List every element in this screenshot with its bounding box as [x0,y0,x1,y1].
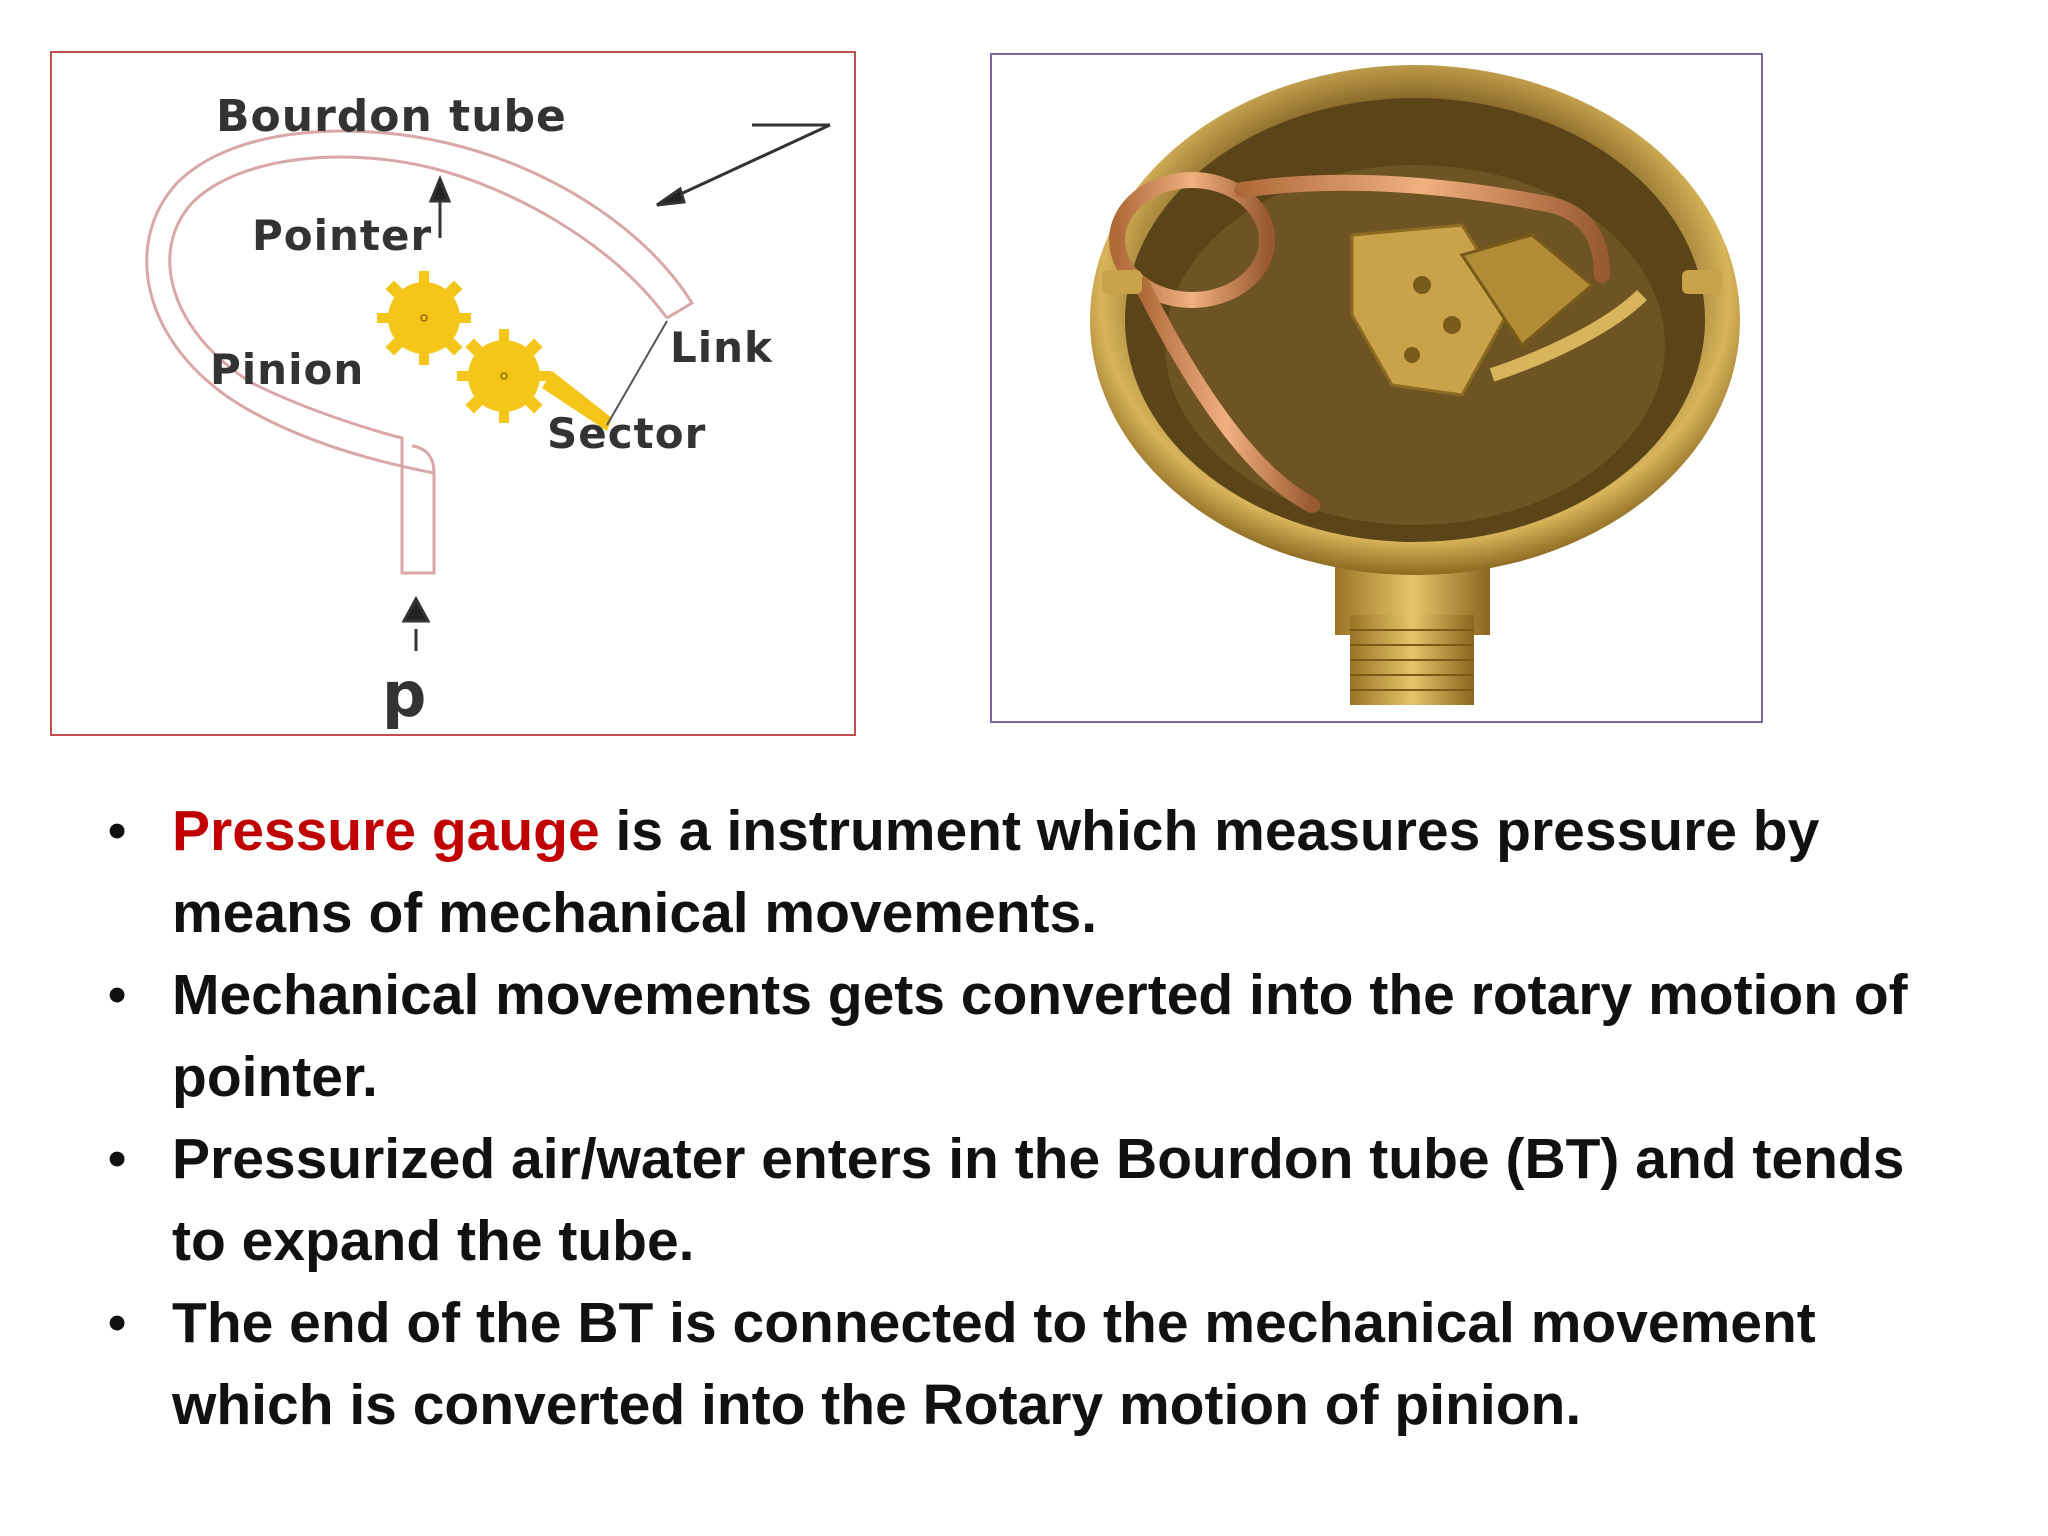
link-line [606,320,668,426]
pointer-gear [377,271,471,365]
link-arm [1489,289,1647,382]
bourdon-tube-shape [145,129,695,575]
gauge-photo-drawing [1090,65,1740,705]
bullet-dot: • [108,1130,127,1188]
bullet-item: • Mechanical movements gets converted int… [108,954,1908,1118]
label-link: Link [670,323,773,372]
diagram-drawing [145,123,831,651]
bullet-list: • Pressure gauge is a instrument which me… [108,790,1908,1446]
bullet-item: • Pressure gauge is a instrument which me… [108,790,1908,954]
bullet-text: Pressurized air/water enters in the Bour… [172,1127,1905,1273]
label-pressure: p [382,658,428,731]
bourdon-tube-diagram: Bourdon tube Pointer Pinion Link Sector … [50,51,856,736]
bullet-item: • Pressurized air/water enters in the Bou… [108,1118,1908,1282]
label-pinion: Pinion [210,345,365,394]
highlight-term: Pressure gauge [172,799,600,863]
gauge-internal-photo [990,53,1763,723]
pinion-gear [457,329,551,423]
sector-arm [542,371,612,431]
bullet-text: Mechanical movements gets converted into… [172,963,1908,1109]
label-pointer: Pointer [252,211,433,260]
arrows [401,123,831,651]
bullet-item: • The end of the BT is connected to the m… [108,1282,1908,1446]
bullet-text: The end of the BT is connected to the me… [172,1291,1816,1437]
sector-plate [1459,233,1595,348]
bullet-dot: • [108,802,127,860]
bullet-dot: • [108,966,127,1024]
copper-tube [1109,172,1610,513]
bullet-dot: • [108,1294,127,1352]
bullet-text: is a instrument which measures pressure … [172,799,1820,945]
label-bourdon-tube: Bourdon tube [216,91,567,142]
label-sector: Sector [547,409,707,458]
